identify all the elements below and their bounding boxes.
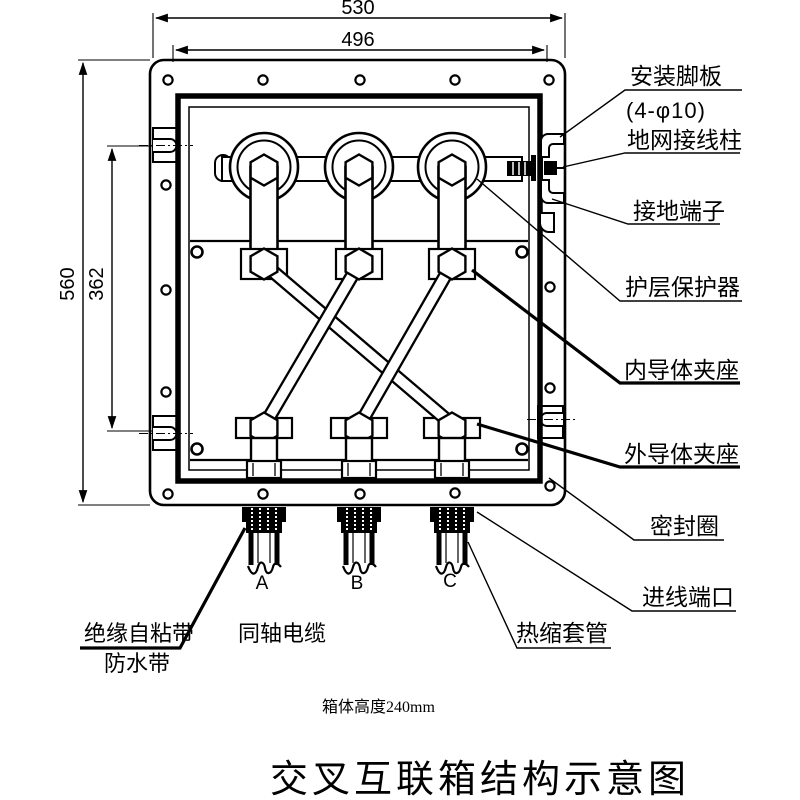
- phase-label-c: C: [443, 571, 457, 592]
- label-ground-grid-post: 地网接线柱: [627, 128, 742, 153]
- label-sheath-protector: 护层保护器: [625, 275, 740, 300]
- dim-hole-width: 496: [341, 29, 374, 51]
- cable-entry-b: [337, 507, 381, 574]
- mounting-foot-bracket: [540, 133, 565, 158]
- dim-slot-height: 362: [86, 267, 108, 300]
- label-heat-shrink-sleeve: 热缩套管: [516, 621, 608, 646]
- phase-label-a: A: [256, 573, 269, 594]
- phase-label-b: B: [351, 573, 364, 594]
- callout-leaders: [80, 89, 742, 650]
- cable-entry-c: [430, 507, 474, 574]
- dim-outer-width: 530: [341, 0, 374, 19]
- ground-grid-stud: [507, 155, 566, 181]
- label-waterproof-tape: 防水带: [104, 651, 170, 676]
- dimension-362: 362: [86, 145, 152, 432]
- dimension-530: 530: [152, 0, 566, 58]
- box-height-note: 箱体高度240mm: [322, 698, 435, 716]
- cable-entry-a: [242, 507, 286, 574]
- label-seal-ring: 密封圈: [650, 514, 719, 539]
- label-coaxial-cable: 同轴电缆: [238, 621, 326, 646]
- dimension-560: 560: [57, 59, 150, 506]
- label-mounting-plate: 安装脚板: [630, 64, 722, 89]
- flange-screw-holes: [160, 74, 556, 500]
- ground-terminal-bracket: [539, 179, 565, 233]
- dimension-496: 496: [172, 29, 548, 62]
- label-inner-conductor-clamp: 内导体夹座: [624, 358, 739, 383]
- label-inlet-port: 进线端口: [642, 585, 734, 610]
- drawing-title: 交叉互联箱结构示意图: [270, 759, 690, 800]
- label-mounting-plate-spec: (4-φ10): [626, 98, 706, 123]
- dim-outer-height: 560: [57, 267, 79, 300]
- label-insulation-tape: 绝缘自粘带: [84, 621, 194, 646]
- label-outer-conductor-clamp: 外导体夹座: [624, 442, 739, 467]
- label-ground-terminal: 接地端子: [633, 199, 725, 224]
